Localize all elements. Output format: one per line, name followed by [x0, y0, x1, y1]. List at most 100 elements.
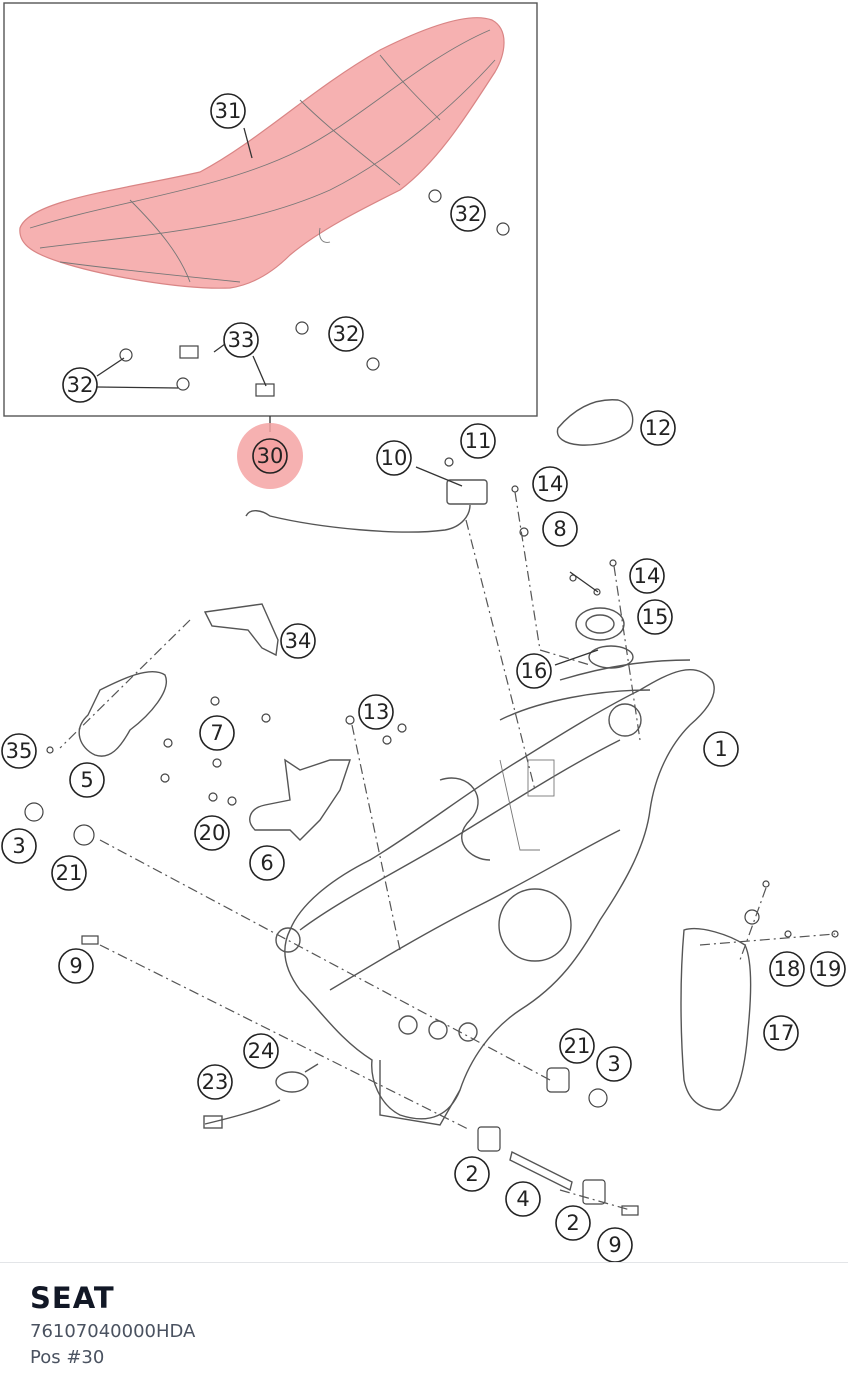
sensor-part-23-24[interactable] [203, 1063, 319, 1129]
guard-part-17[interactable] [680, 928, 752, 1111]
screw-part-14b[interactable] [609, 559, 617, 567]
callout-17[interactable]: 17 [763, 1015, 799, 1051]
callout-11[interactable]: 11 [460, 423, 496, 459]
svg-text:7: 7 [210, 721, 223, 745]
bushing-part-3-left[interactable] [24, 802, 44, 822]
flange-part-15[interactable] [575, 607, 625, 641]
callout-10[interactable]: 10 [376, 440, 412, 476]
callout-23[interactable]: 23 [197, 1064, 233, 1100]
callout-1[interactable]: 1 [703, 731, 739, 767]
callout-33[interactable]: 33 [223, 322, 259, 358]
callout-3-b[interactable]: 3 [596, 1046, 632, 1082]
callout-20[interactable]: 20 [194, 815, 230, 851]
spacer-part-2a[interactable] [477, 1126, 501, 1152]
callout-9-b[interactable]: 9 [597, 1227, 633, 1262]
oring-part-16[interactable] [588, 645, 634, 669]
callout-30[interactable]: 30 [252, 438, 288, 474]
svg-text:16: 16 [521, 659, 548, 683]
bracket-part-5[interactable] [78, 671, 167, 757]
callout-32-b[interactable]: 32 [328, 316, 364, 352]
bolts-part-7-20[interactable] [160, 696, 271, 806]
callout-14-a[interactable]: 14 [532, 466, 568, 502]
svg-text:3: 3 [607, 1052, 620, 1076]
seat-nuts-32[interactable] [119, 189, 510, 391]
callout-5[interactable]: 5 [69, 762, 105, 798]
svg-text:3: 3 [12, 834, 25, 858]
bolt-part-11[interactable] [444, 457, 454, 467]
callout-9-a[interactable]: 9 [58, 948, 94, 984]
part-position: Pos #30 [30, 1347, 105, 1368]
svg-text:23: 23 [202, 1070, 229, 1094]
bracket-part-6[interactable] [249, 758, 351, 841]
seat-clips-33[interactable] [179, 345, 275, 397]
callout-6[interactable]: 6 [249, 845, 285, 881]
svg-text:17: 17 [768, 1021, 795, 1045]
callout-12[interactable]: 12 [640, 410, 676, 446]
callout-34[interactable]: 34 [280, 623, 316, 659]
callout-15[interactable]: 15 [637, 599, 673, 635]
svg-text:9: 9 [69, 954, 82, 978]
svg-text:35: 35 [6, 739, 33, 763]
callout-35[interactable]: 35 [1, 733, 37, 769]
bushing-part-3-right[interactable] [588, 1088, 608, 1108]
callout-19[interactable]: 19 [810, 951, 846, 987]
svg-text:13: 13 [363, 700, 390, 724]
part-number: 76107040000HDA [30, 1321, 196, 1342]
svg-text:2: 2 [566, 1211, 579, 1235]
cable-part-10[interactable] [245, 479, 488, 533]
svg-text:4: 4 [516, 1187, 529, 1211]
svg-text:32: 32 [67, 373, 94, 397]
svg-text:8: 8 [553, 517, 566, 541]
svg-text:18: 18 [774, 957, 801, 981]
screw-part-35[interactable] [46, 746, 54, 754]
part-name: SEAT [30, 1281, 115, 1315]
screw-part-14a[interactable] [511, 485, 519, 493]
svg-text:5: 5 [80, 768, 93, 792]
grommet-part-18[interactable] [744, 909, 760, 925]
axle-part-4[interactable] [509, 1150, 573, 1192]
part-info-panel: SEAT 76107040000HDA Pos #30 [0, 1262, 848, 1391]
bushing-part-21-left[interactable] [73, 824, 95, 846]
svg-text:11: 11 [465, 429, 492, 453]
callout-4[interactable]: 4 [505, 1181, 541, 1217]
callout-8[interactable]: 8 [542, 511, 578, 547]
svg-text:6: 6 [260, 851, 273, 875]
exploded-parts-diagram: 31 32 32 33 32 30 10 11 12 14 8 14 15 16… [1, 2, 846, 1262]
svg-text:24: 24 [248, 1039, 275, 1063]
nuts-part-13[interactable] [345, 715, 407, 745]
bolt-part-9-right[interactable] [621, 1205, 639, 1216]
svg-text:32: 32 [455, 202, 482, 226]
svg-text:12: 12 [645, 416, 672, 440]
svg-text:10: 10 [381, 446, 408, 470]
bolt-part-9-left[interactable] [81, 935, 99, 945]
svg-text:15: 15 [642, 605, 669, 629]
callout-2-a[interactable]: 2 [454, 1156, 490, 1192]
callout-3-a[interactable]: 3 [1, 828, 37, 864]
callout-21-b[interactable]: 21 [559, 1028, 595, 1064]
callout-16[interactable]: 16 [516, 653, 552, 689]
svg-text:9: 9 [608, 1233, 621, 1257]
bushing-part-21-right[interactable] [546, 1067, 570, 1093]
callout-24[interactable]: 24 [243, 1033, 279, 1069]
svg-text:32: 32 [333, 322, 360, 346]
callout-7[interactable]: 7 [199, 715, 235, 751]
callout-2-b[interactable]: 2 [555, 1205, 591, 1241]
svg-text:21: 21 [564, 1034, 591, 1058]
cover-part-12[interactable] [556, 399, 634, 446]
svg-text:33: 33 [228, 328, 255, 352]
svg-text:14: 14 [634, 564, 661, 588]
callout-21-a[interactable]: 21 [51, 855, 87, 891]
svg-text:1: 1 [714, 737, 727, 761]
callout-13[interactable]: 13 [358, 694, 394, 730]
seat-part-31[interactable] [19, 17, 505, 289]
callout-31[interactable]: 31 [210, 93, 246, 129]
spacer-part-2b[interactable] [582, 1179, 606, 1205]
callout-32-c[interactable]: 32 [62, 367, 98, 403]
svg-text:14: 14 [537, 472, 564, 496]
callout-14-b[interactable]: 14 [629, 558, 665, 594]
frame-part-1[interactable] [275, 659, 715, 1126]
callout-32-a[interactable]: 32 [450, 196, 486, 232]
callout-18[interactable]: 18 [769, 951, 805, 987]
bracket-part-34[interactable] [203, 603, 279, 657]
svg-text:2: 2 [465, 1162, 478, 1186]
